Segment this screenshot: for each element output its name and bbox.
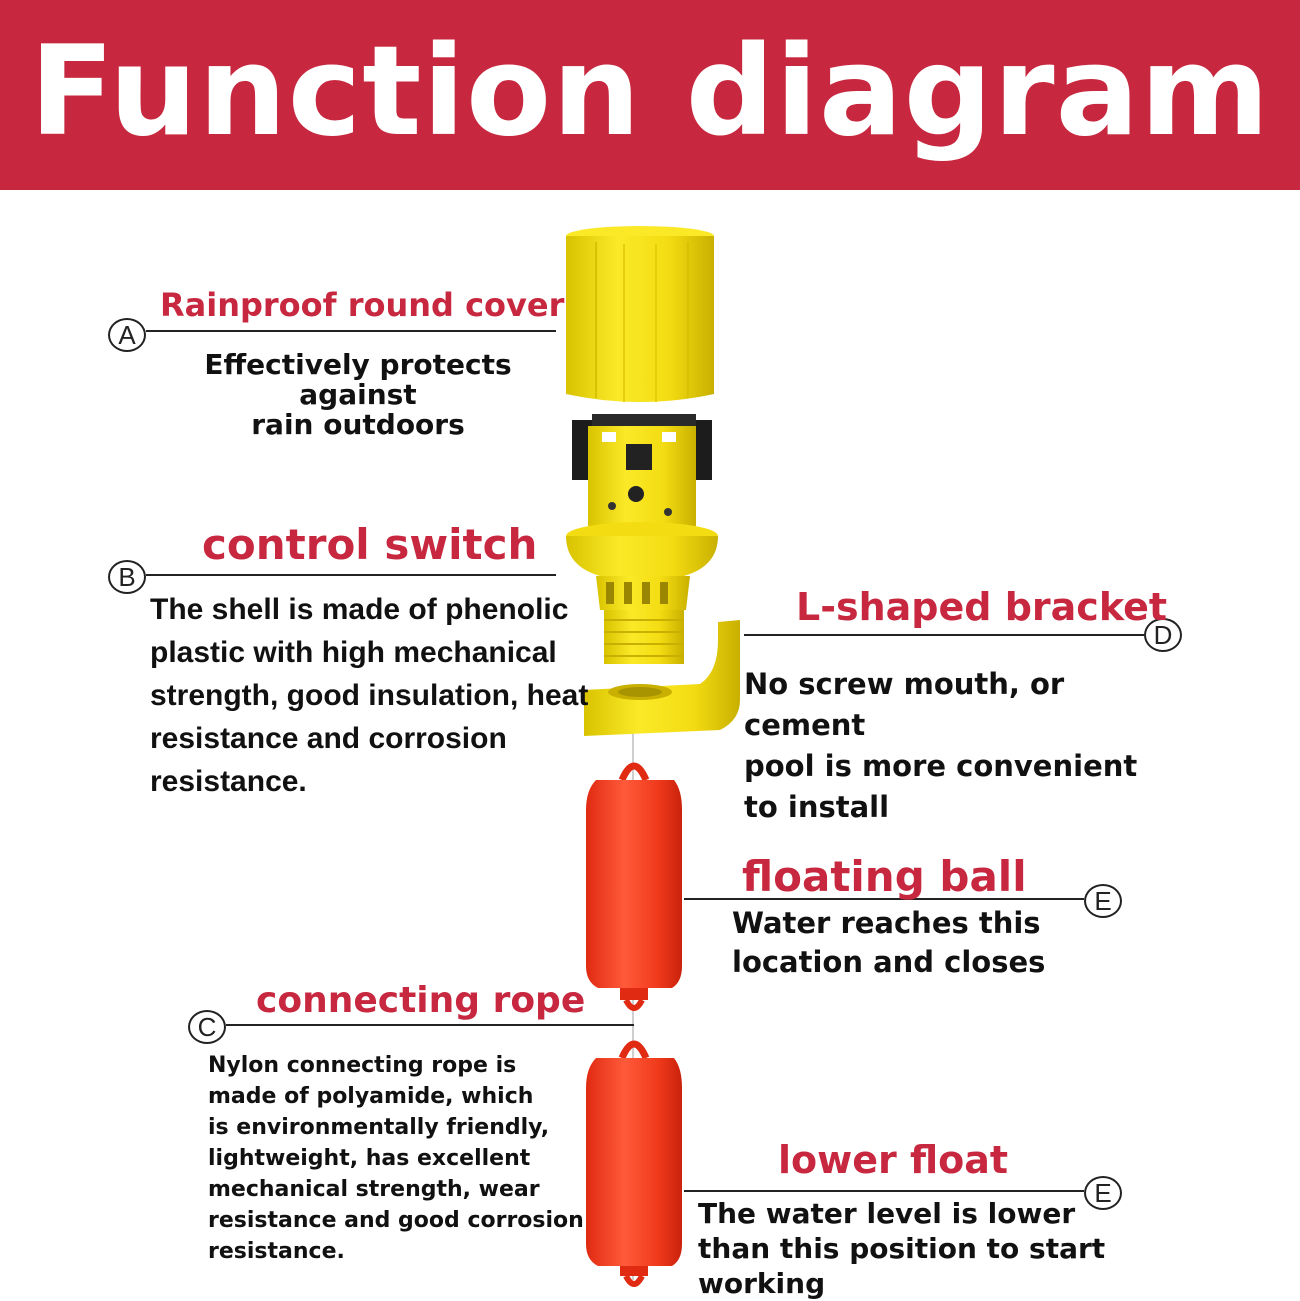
heading-lower-float: lower float (778, 1138, 1009, 1182)
upper-float (586, 762, 682, 1011)
badge-b: B (108, 560, 146, 594)
control-switch-body (566, 414, 718, 664)
badge-c: C (188, 1010, 226, 1044)
title-banner: Function diagram (0, 0, 1300, 190)
desc-floating-ball: Water reaches this location and closes (732, 906, 1046, 979)
badge-e1: E (1084, 884, 1122, 918)
desc-lower-float: The water level is lower than this posit… (698, 1197, 1106, 1300)
desc-rainproof-cover: Effectively protects against rain outdoo… (204, 348, 512, 441)
heading-floating-ball: floating ball (742, 852, 1027, 901)
leader-line-e2 (684, 1190, 1084, 1192)
lower-float (586, 1040, 682, 1287)
leader-line-b (146, 574, 556, 576)
leader-line-a (146, 330, 556, 332)
badge-d: D (1144, 618, 1182, 652)
leader-line-e1 (684, 898, 1084, 900)
heading-connecting-rope: connecting rope (256, 980, 586, 1021)
rainproof-cover (566, 226, 714, 402)
badge-a: A (108, 318, 146, 352)
badge-e2: E (1084, 1176, 1122, 1210)
desc-l-shaped-bracket: No screw mouth, or cement pool is more c… (744, 667, 1138, 824)
leader-line-c (226, 1024, 634, 1026)
heading-control-switch: control switch (202, 520, 538, 569)
desc-control-switch: The shell is made of phenolic plastic wi… (150, 593, 589, 798)
leader-line-d (744, 634, 1144, 636)
heading-rainproof-cover: Rainproof round cover (160, 286, 565, 324)
heading-l-shaped-bracket: L-shaped bracket (796, 585, 1168, 629)
page-title: Function diagram (29, 20, 1271, 164)
l-shaped-bracket (584, 620, 740, 736)
desc-connecting-rope: Nylon connecting rope is made of polyami… (208, 1053, 584, 1264)
